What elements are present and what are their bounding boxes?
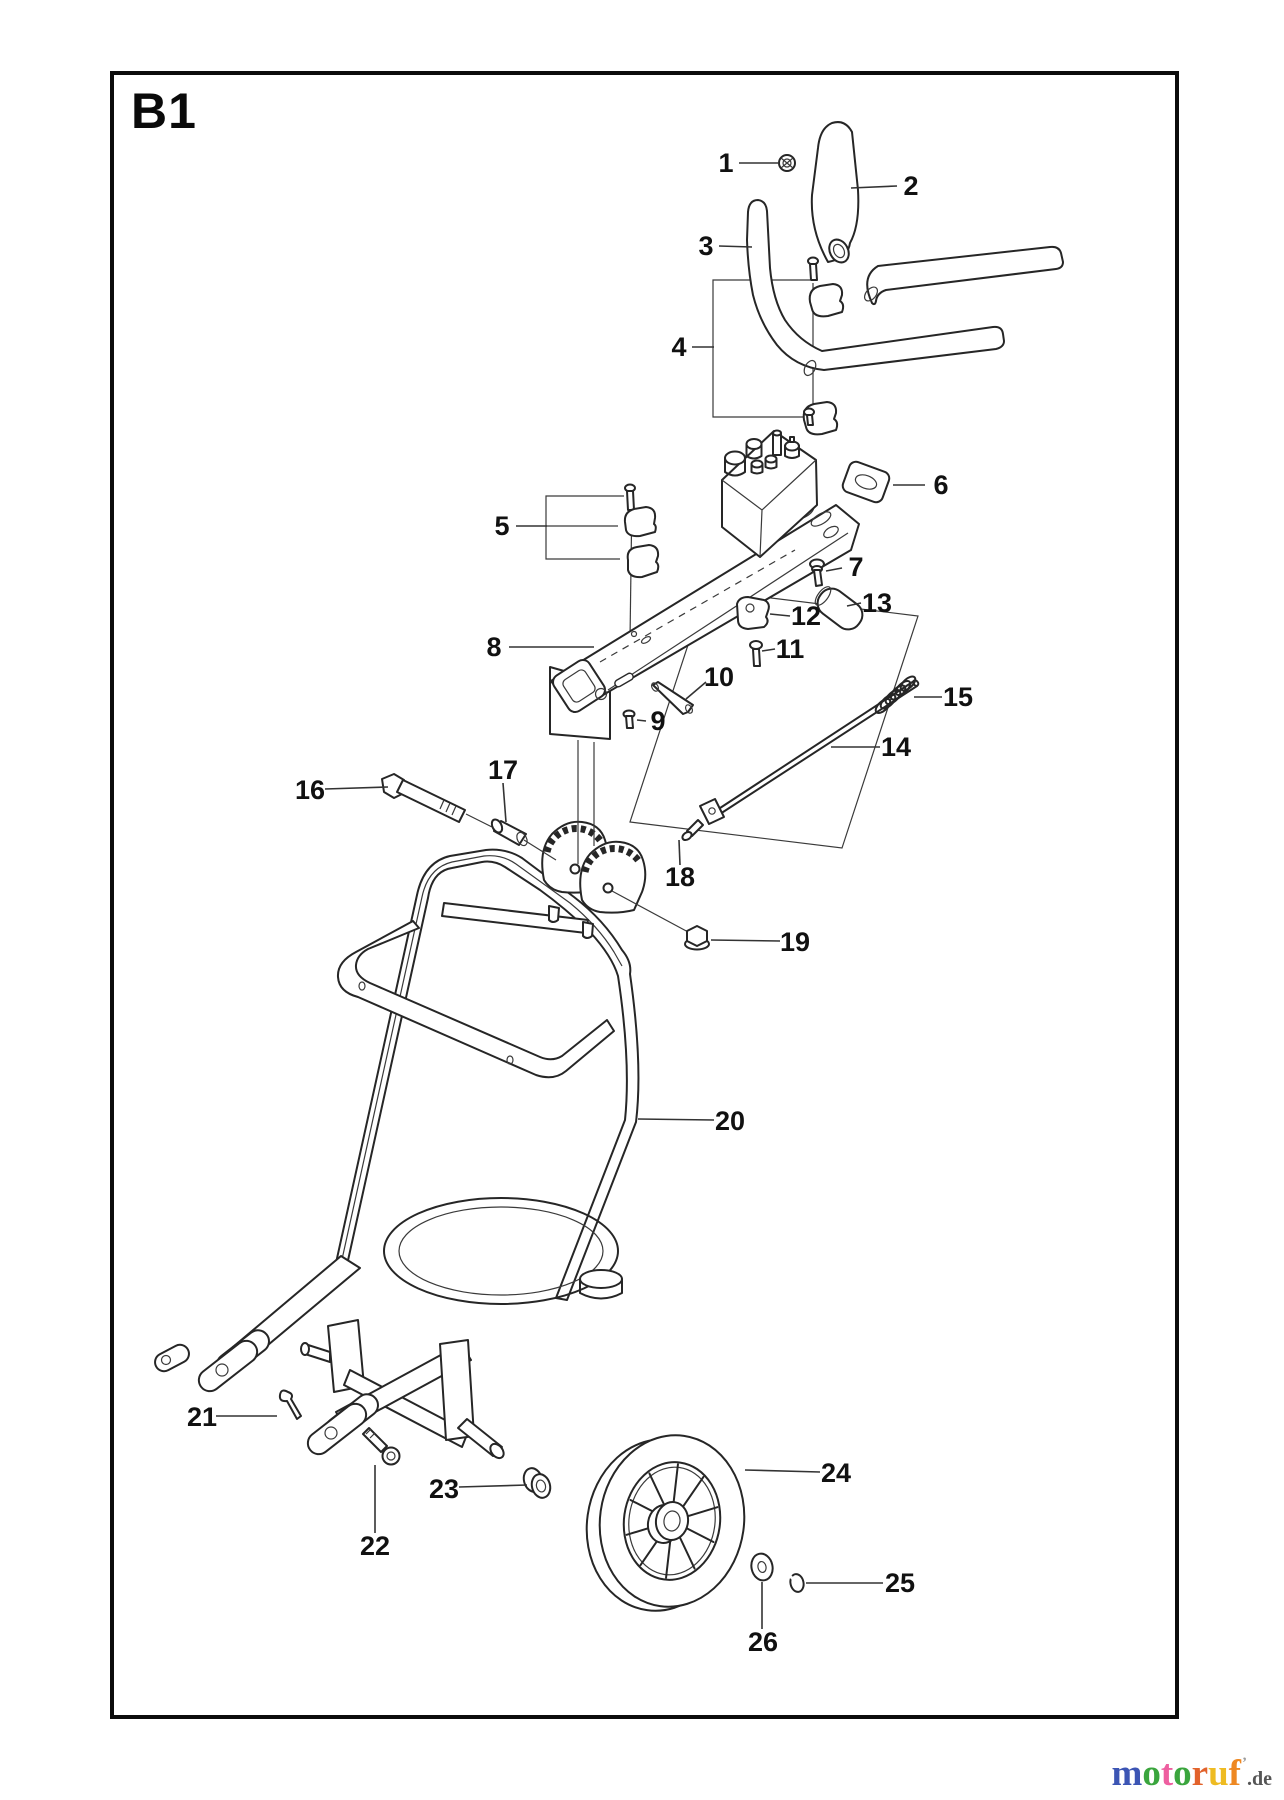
callout-leader-11 xyxy=(761,648,776,652)
watermark-letter: m xyxy=(1111,1753,1143,1794)
callout-label-8: 8 xyxy=(486,632,501,662)
callout-label-17: 17 xyxy=(488,755,518,785)
callout-label-14: 14 xyxy=(881,732,911,762)
callout-leader-19 xyxy=(710,939,781,942)
watermark-logo: motoruf’.de xyxy=(1112,1755,1273,1792)
watermark-tick: ’ xyxy=(1242,1755,1247,1771)
callout-label-3: 3 xyxy=(698,231,713,261)
callout-label-21: 21 xyxy=(187,1402,217,1432)
callout-leader-10 xyxy=(685,681,707,700)
callout-leader-23 xyxy=(458,1484,528,1488)
callout-leader-18 xyxy=(678,839,681,866)
callout-label-6: 6 xyxy=(933,470,948,500)
mount-group-4 xyxy=(802,256,845,436)
watermark-letter: t xyxy=(1160,1753,1174,1794)
watermark-letter: o xyxy=(1142,1753,1161,1794)
group-bracket-5 xyxy=(545,493,633,641)
callout-label-11: 11 xyxy=(776,634,805,664)
callout-label-26: 26 xyxy=(748,1627,778,1657)
callout-label-4: 4 xyxy=(671,332,686,362)
callout-label-22: 22 xyxy=(360,1531,390,1561)
callout-label-1: 1 xyxy=(718,148,733,178)
callout-label-7: 7 xyxy=(848,552,863,582)
callout-leader-20 xyxy=(637,1118,715,1121)
flange-nut xyxy=(684,925,710,951)
rod-and-spring xyxy=(681,675,920,842)
watermark-letter: o xyxy=(1173,1753,1192,1794)
callout-label-2: 2 xyxy=(903,171,918,201)
callout-leader-16 xyxy=(324,786,389,790)
drawing-border xyxy=(110,71,1179,1719)
ratchet-discs xyxy=(541,820,691,934)
callout-label-24: 24 xyxy=(821,1458,851,1488)
callout-label-15: 15 xyxy=(943,682,973,712)
callout-leader-17 xyxy=(502,782,507,823)
callout-label-13: 13 xyxy=(862,588,892,618)
callout-leader-7 xyxy=(825,567,843,572)
callout-label-16: 16 xyxy=(295,775,325,805)
cover-plate xyxy=(841,460,891,504)
callout-label-20: 20 xyxy=(715,1106,745,1136)
callout-label-9: 9 xyxy=(650,706,665,736)
callout-leader-12 xyxy=(769,613,791,617)
callout-label-23: 23 xyxy=(429,1474,459,1504)
handlebar-tubes xyxy=(746,121,1064,377)
cart-frame xyxy=(333,848,640,1305)
watermark-letter: u xyxy=(1208,1753,1229,1794)
beam-assembly xyxy=(549,504,860,864)
callout-leader-13 xyxy=(846,602,862,607)
callout-leader-3 xyxy=(718,245,753,248)
watermark-tld: .de xyxy=(1247,1768,1272,1790)
watermark-letter: f xyxy=(1228,1753,1241,1794)
callout-leader-24 xyxy=(744,1469,821,1473)
callout-leader-9 xyxy=(636,719,647,722)
wheel-assembly xyxy=(585,1434,805,1612)
watermark-letter: r xyxy=(1191,1753,1209,1794)
watermark-word: motoruf xyxy=(1112,1753,1242,1794)
callout-leader-2 xyxy=(850,185,898,189)
callout-label-5: 5 xyxy=(494,511,509,541)
page-title: B1 xyxy=(131,83,197,139)
callout-label-10: 10 xyxy=(704,662,734,692)
callout-label-19: 19 xyxy=(780,927,810,957)
bolt-and-spacer xyxy=(381,773,557,861)
callout-label-18: 18 xyxy=(665,862,695,892)
undercarriage xyxy=(154,1255,552,1499)
control-block xyxy=(721,429,818,558)
clamp-group-5 xyxy=(623,483,660,579)
beam-hardware xyxy=(622,558,864,729)
callout-label-12: 12 xyxy=(791,601,821,631)
callout-label-25: 25 xyxy=(885,1568,915,1598)
